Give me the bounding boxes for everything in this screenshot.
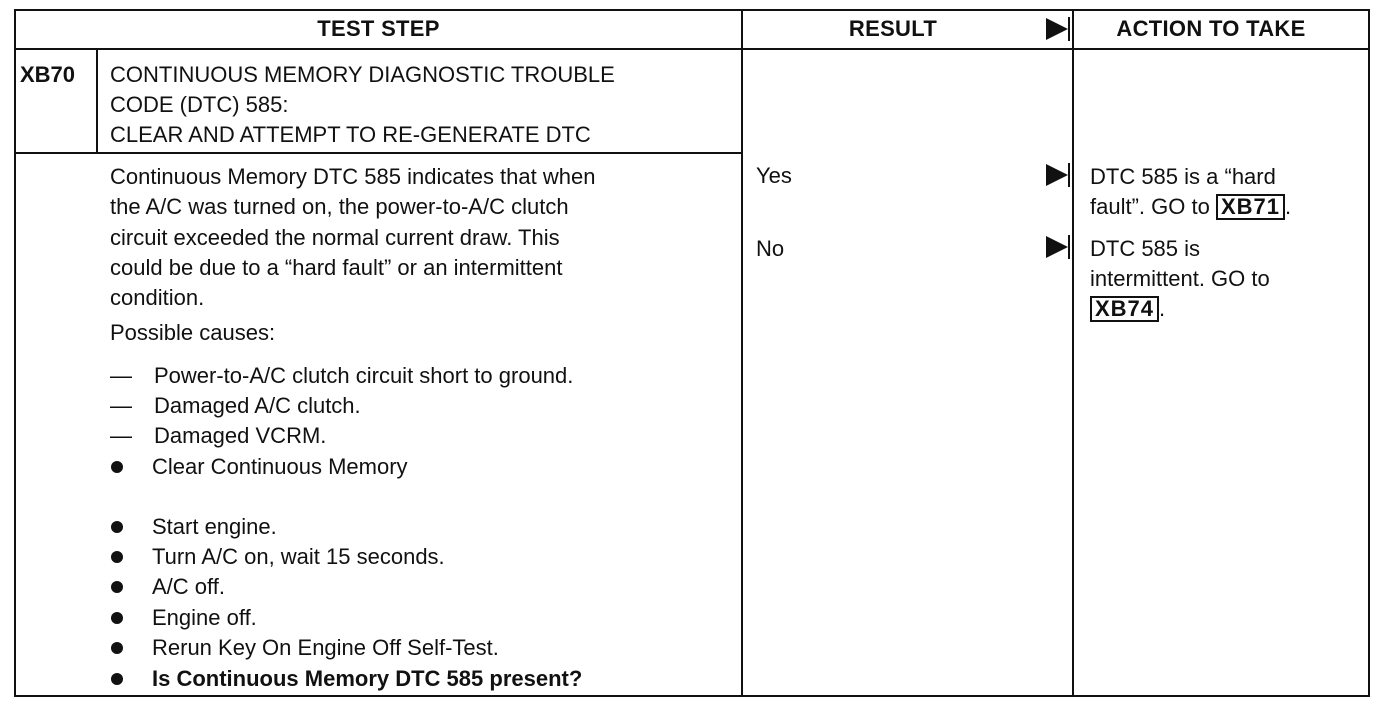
step-title-line-2: CODE (DTC) 585:	[110, 92, 289, 117]
title-divider	[14, 152, 742, 154]
action-yes-text: fault”. GO to	[1090, 194, 1216, 219]
result-yes: Yes	[756, 163, 792, 188]
possible-causes-label: Possible causes:	[110, 320, 276, 345]
description-line-3: circuit exceeded the normal current draw…	[110, 225, 560, 250]
procedure-step-2: Start engine.	[152, 514, 277, 539]
action-no-line-2: intermittent. GO to	[1090, 266, 1270, 291]
header-divider	[14, 48, 1370, 50]
result-column-divider	[741, 9, 743, 697]
description-line-2: the A/C was turned on, the power-to-A/C …	[110, 194, 569, 219]
bullet-icon	[111, 551, 123, 563]
header-action: ACTION TO TAKE	[1116, 16, 1306, 41]
action-yes-line-2: fault”. GO to XB71.	[1090, 192, 1291, 222]
procedure-step-7: Is Continuous Memory DTC 585 present?	[152, 666, 583, 691]
description-line-4: could be due to a “hard fault” or an int…	[110, 255, 563, 280]
action-no-line-1: DTC 585 is	[1090, 236, 1201, 261]
action-yes-line-1: DTC 585 is a “hard	[1090, 164, 1276, 189]
goto-xb74-link[interactable]: XB74	[1090, 296, 1160, 322]
action-no-line-3: XB74.	[1090, 294, 1165, 324]
bullet-icon	[111, 642, 123, 654]
procedure-step-5: Engine off.	[152, 605, 257, 630]
cause-dash: —	[110, 363, 132, 388]
goto-xb71-link[interactable]: XB71	[1215, 194, 1285, 220]
step-id: XB70	[20, 62, 76, 87]
cause-item-1: Power-to-A/C clutch circuit short to gro…	[154, 363, 574, 388]
cause-item-3: Damaged VCRM.	[154, 423, 327, 448]
procedure-step-1: Clear Continuous Memory	[152, 454, 408, 479]
result-no: No	[756, 236, 785, 261]
header-test-step: TEST STEP	[317, 16, 440, 41]
description-line-5: condition.	[110, 285, 205, 310]
procedure-step-3: Turn A/C on, wait 15 seconds.	[152, 544, 445, 569]
bullet-icon	[111, 521, 123, 533]
bullet-icon	[111, 673, 123, 685]
cause-item-2: Damaged A/C clutch.	[154, 393, 361, 418]
action-column-divider	[1072, 9, 1074, 697]
cause-dash: —	[110, 393, 132, 418]
header-result: RESULT	[848, 16, 938, 41]
action-yes-period: .	[1284, 194, 1292, 219]
procedure-step-4: A/C off.	[152, 574, 225, 599]
cause-dash: —	[110, 423, 132, 448]
step-title-line-3: CLEAR AND ATTEMPT TO RE-GENERATE DTC	[110, 122, 591, 147]
bullet-icon	[111, 461, 123, 473]
id-column-divider	[96, 48, 98, 153]
bullet-icon	[111, 581, 123, 593]
action-no-period: .	[1159, 296, 1166, 321]
bullet-icon	[111, 612, 123, 624]
procedure-step-6: Rerun Key On Engine Off Self-Test.	[152, 635, 499, 660]
test-table	[14, 9, 1370, 697]
step-title-line-1: CONTINUOUS MEMORY DIAGNOSTIC TROUBLE	[110, 62, 615, 87]
description-line-1: Continuous Memory DTC 585 indicates that…	[110, 164, 596, 189]
